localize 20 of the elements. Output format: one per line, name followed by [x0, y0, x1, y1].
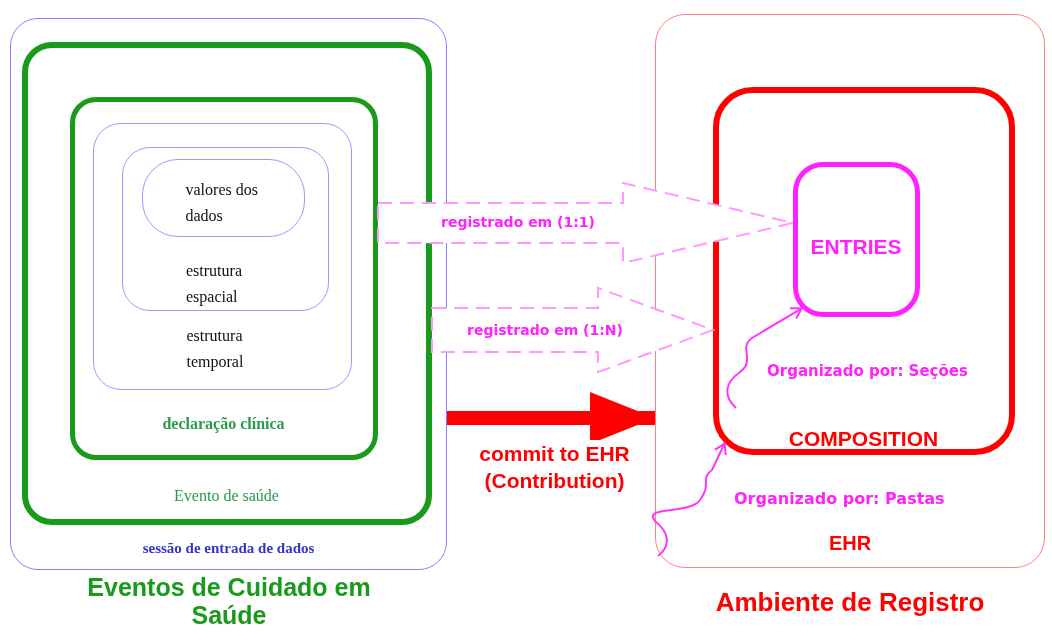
squiggle-arrow [652, 442, 727, 557]
rounded-box [792, 161, 920, 317]
box-label: declaração clínica [161, 413, 286, 435]
group-title: Eventos de Cuidado em Saúde [86, 573, 372, 629]
rounded-box [92, 122, 352, 390]
box-label: Evento de saúde [173, 485, 280, 506]
rounded-box [122, 147, 329, 311]
squiggle-arrow [726, 307, 803, 409]
note-text: Organizado por: Pastas [734, 489, 945, 508]
note-text: Organizado por: Seções [767, 362, 968, 380]
box-label: COMPOSITION [787, 426, 940, 451]
box-label: sessão de entrada de dados [141, 539, 316, 558]
box-label: valores dos dados [185, 179, 259, 226]
box-label: estrutura temporal [186, 325, 245, 373]
box-label: ENTRIES [809, 234, 903, 259]
rounded-box [69, 96, 378, 460]
rounded-box [141, 158, 305, 237]
group-title: Ambiente de Registro [714, 587, 986, 617]
box-label: EHR [827, 531, 873, 555]
box-label: estrutura espacial [186, 261, 243, 308]
